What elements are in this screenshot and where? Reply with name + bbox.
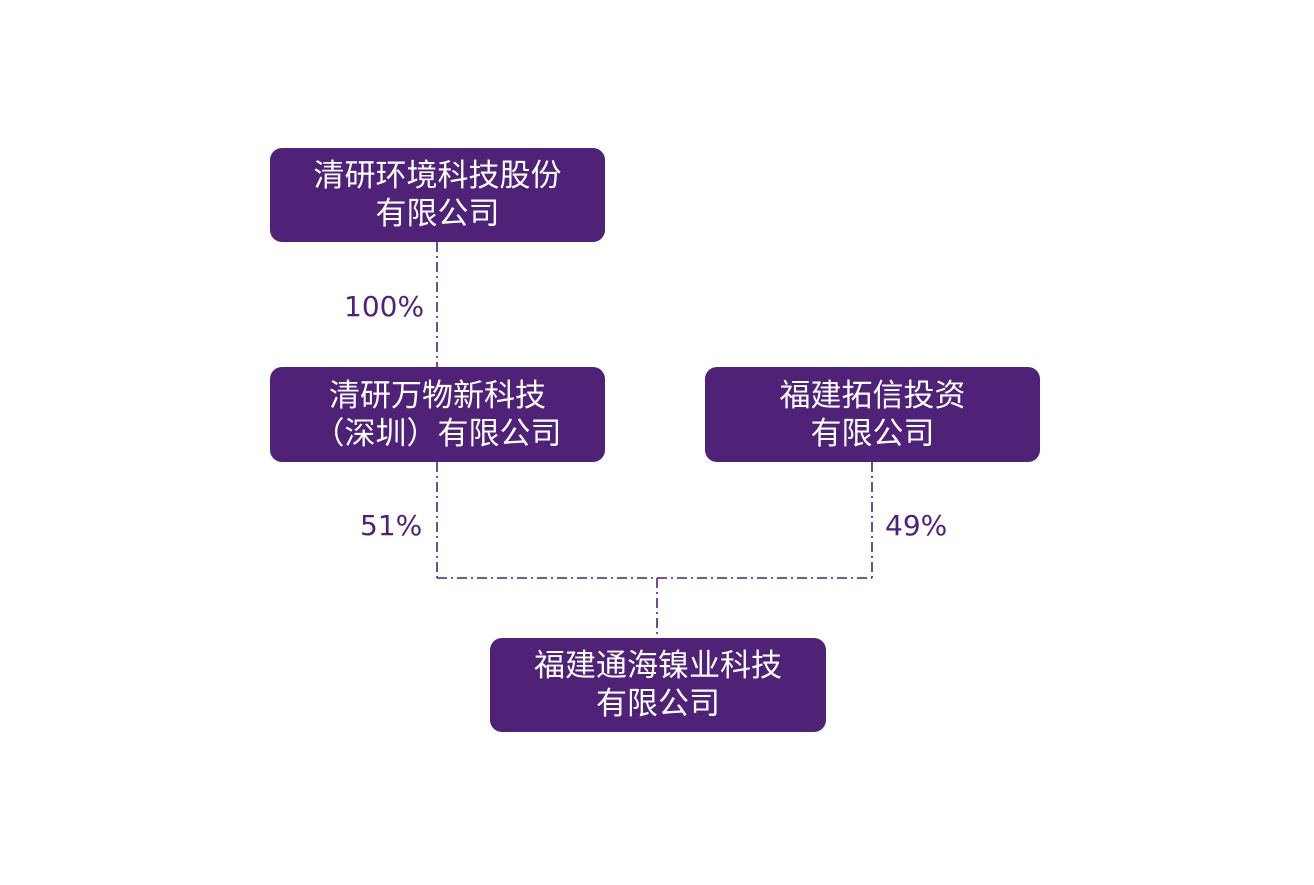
node-parent-line1: 清研环境科技股份: [313, 158, 562, 194]
node-joint-venture-line2: 有限公司: [596, 686, 720, 722]
edge-label-51: 51%: [360, 509, 423, 542]
edge-label-49: 49%: [885, 509, 948, 542]
node-partner-line2: 有限公司: [810, 415, 935, 452]
edge-label-100: 100%: [344, 290, 425, 323]
node-subsidiary-line2: （深圳）有限公司: [313, 415, 562, 452]
node-joint-venture-line1: 福建通海镍业科技: [534, 648, 782, 684]
node-partner: 福建拓信投资 有限公司: [705, 367, 1040, 462]
node-parent-line2: 有限公司: [375, 196, 500, 232]
node-subsidiary-line1: 清研万物新科技: [329, 377, 546, 414]
node-partner-line1: 福建拓信投资: [779, 377, 966, 414]
node-parent: 清研环境科技股份 有限公司: [270, 148, 605, 242]
node-joint-venture: 福建通海镍业科技 有限公司: [490, 638, 826, 732]
node-subsidiary: 清研万物新科技 （深圳）有限公司: [270, 367, 605, 462]
